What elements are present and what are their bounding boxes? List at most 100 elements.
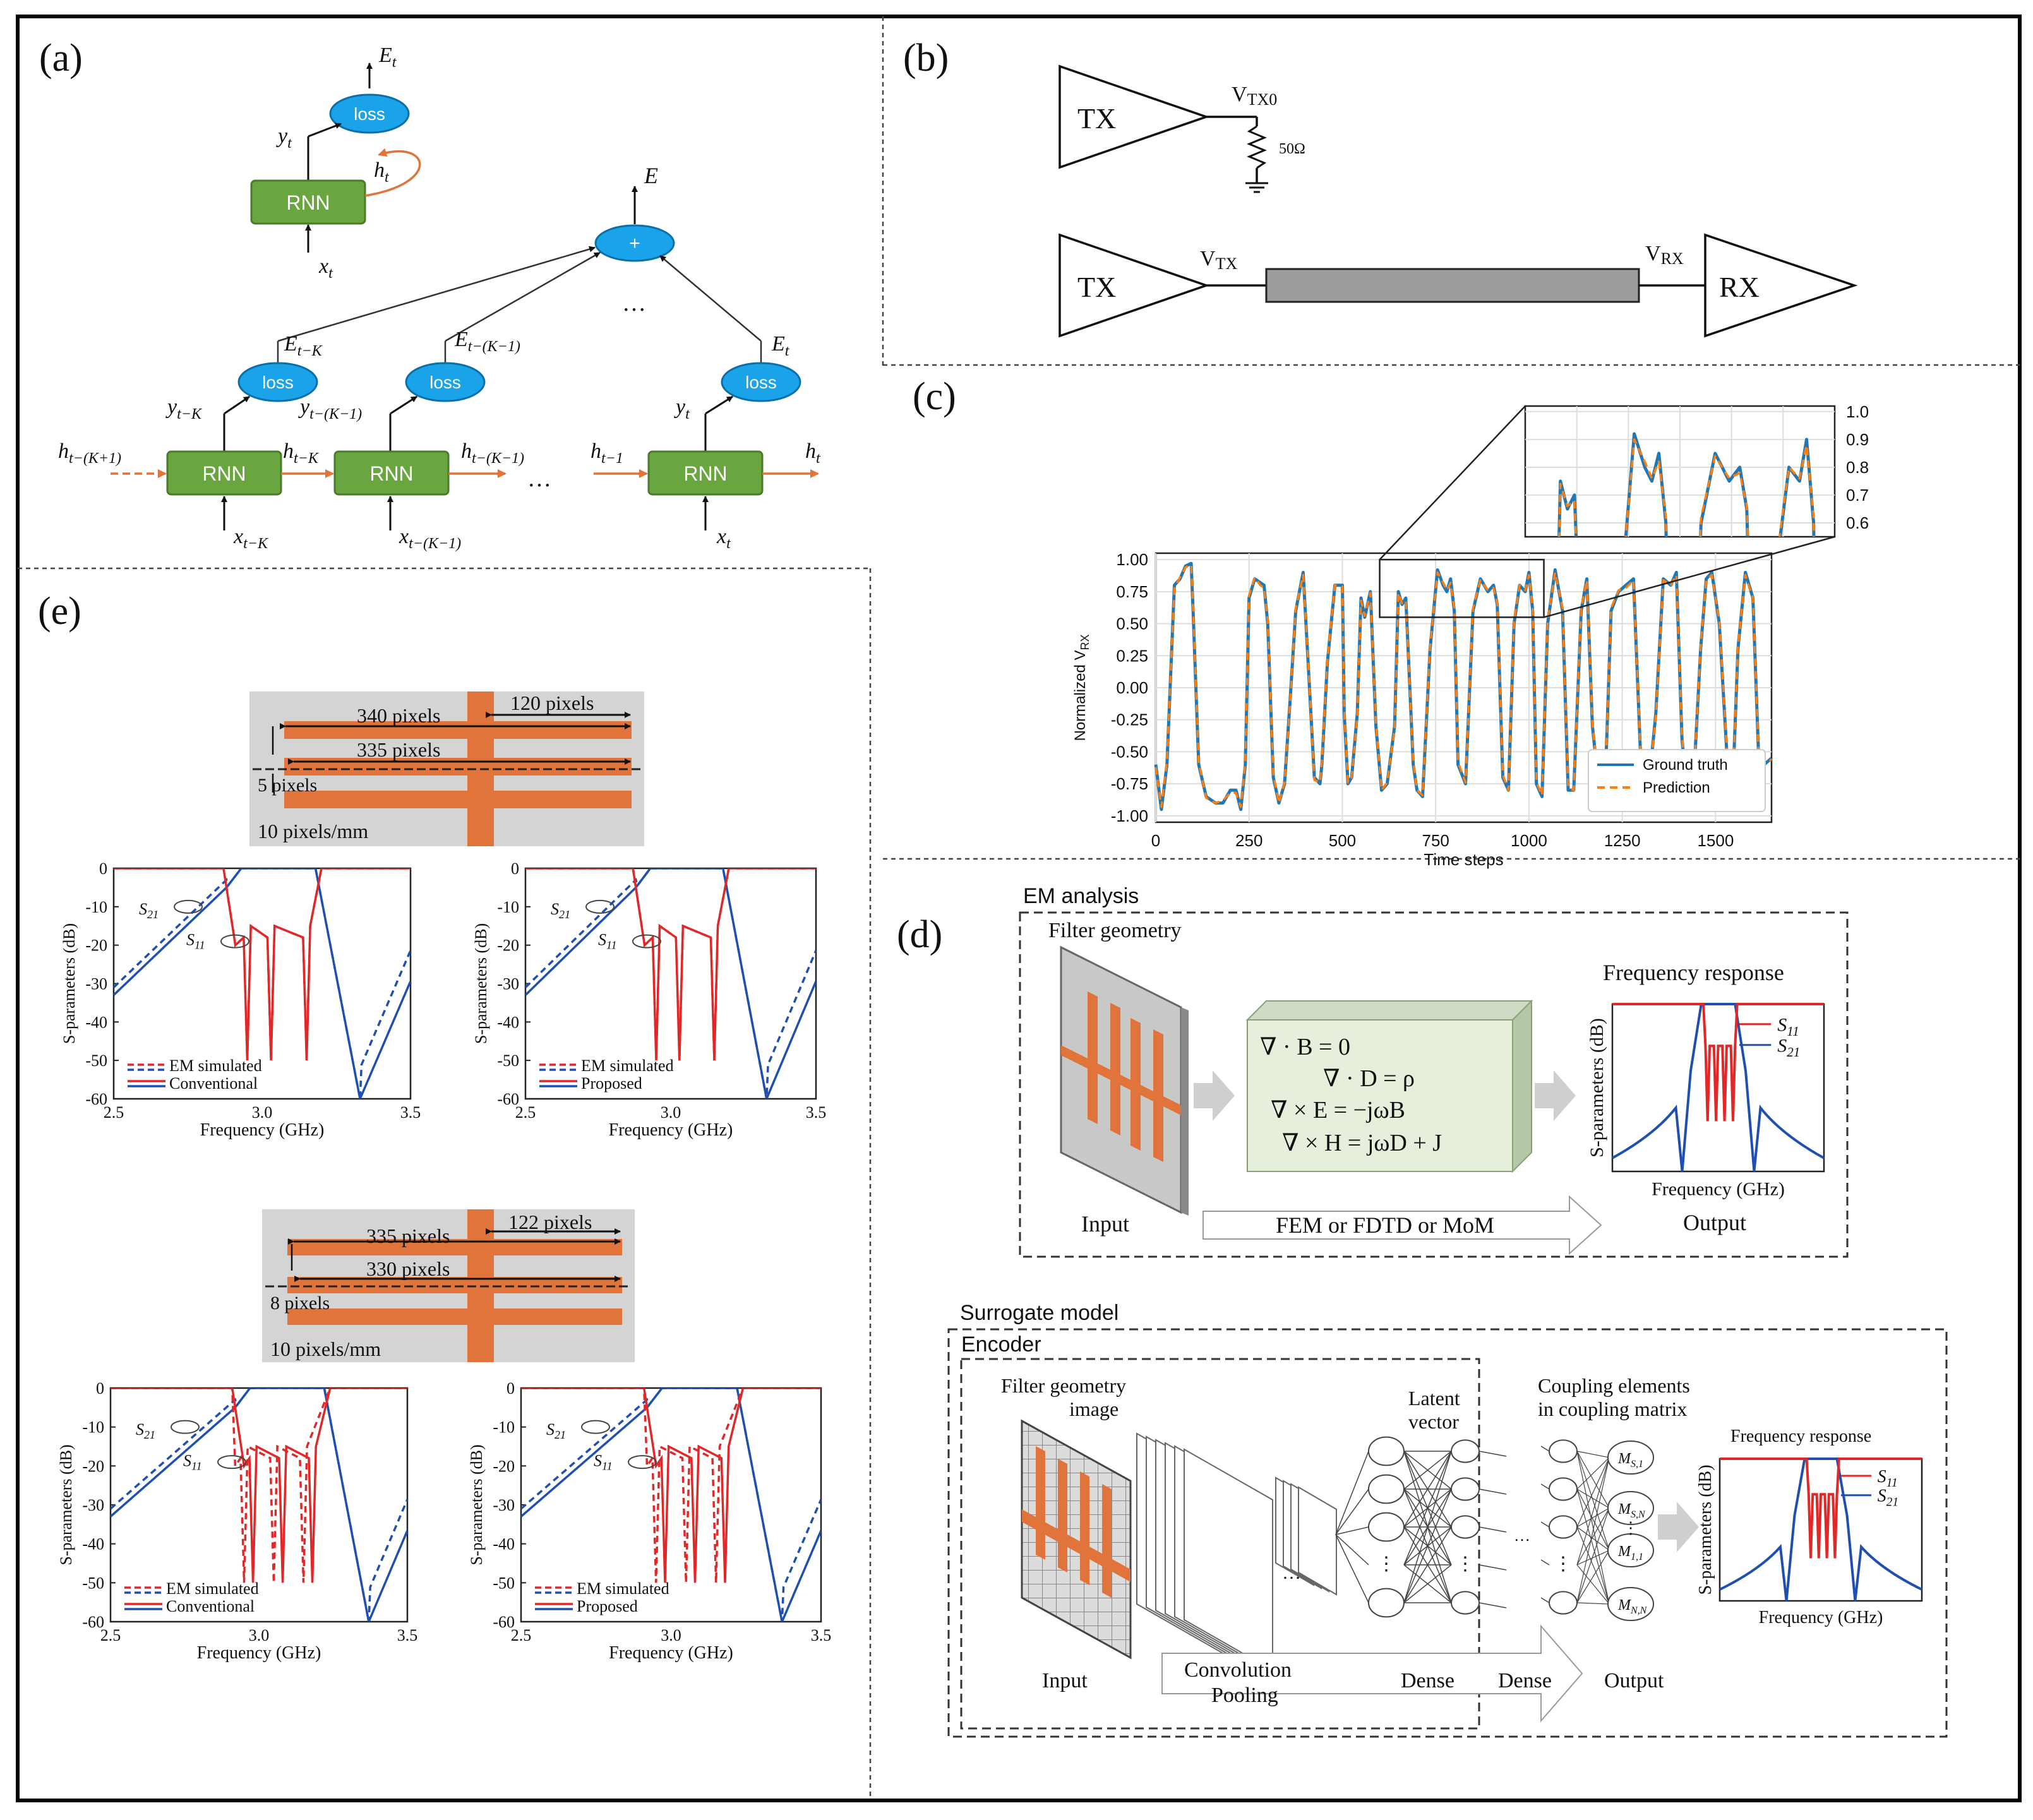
svg-text:RX: RX <box>1719 271 1760 303</box>
nn-edge <box>1403 1451 1452 1566</box>
sp-y-tick: -60 <box>497 1090 519 1108</box>
legend-model: Proposed <box>577 1597 638 1615</box>
sp-y-tick: -20 <box>493 1457 515 1475</box>
tx-amplifier-bottom <box>1058 233 1210 338</box>
svg-text:ht−(K−1): ht−(K−1) <box>461 440 524 467</box>
encoder-box <box>960 1358 1480 1730</box>
nn-node <box>1368 1512 1405 1542</box>
filter-layout-2: 335 pixels 122 pixels 330 pixels 8 pixel… <box>262 1209 635 1362</box>
nn-edge <box>1576 1457 1610 1566</box>
nn-node <box>1549 1591 1578 1615</box>
svg-text:xt: xt <box>318 254 333 282</box>
nn-node <box>1368 1588 1405 1618</box>
sp-x-tick: 3.5 <box>811 1626 832 1644</box>
svg-text:∇ × H = jωD + J: ∇ × H = jωD + J <box>1282 1130 1442 1156</box>
nn-edge <box>1478 1451 1507 1457</box>
sp-x-tick: 3.5 <box>400 1103 421 1122</box>
sp-y-tick: 0 <box>511 859 519 878</box>
svg-text:xt−(K−1): xt−(K−1) <box>399 525 461 552</box>
sp-x-tick: 2.5 <box>515 1103 536 1122</box>
svg-text:VRX: VRX <box>1645 242 1684 268</box>
coupling-node <box>1607 1533 1654 1567</box>
fr-x-label: Frequency (GHz) <box>1652 1179 1785 1200</box>
nn-ellipsis: ⋮ <box>1377 1554 1396 1574</box>
nn-ellipsis: ⋮ <box>1456 1554 1475 1574</box>
convolution-feature-maps <box>1136 1432 1273 1672</box>
svg-text:yt: yt <box>276 124 292 152</box>
svg-text:Coupling elements: Coupling elements <box>1538 1374 1690 1397</box>
sp-plot-area <box>112 867 412 1100</box>
nn-edge <box>1576 1451 1610 1605</box>
sp-plot-area <box>524 867 817 1100</box>
fr-y-label: S-parameters (dB) <box>1586 1018 1607 1158</box>
inset-tick-label: 0.9 <box>1846 430 1869 449</box>
nn-edge <box>1576 1488 1610 1551</box>
panel-c-label: (c) <box>913 375 956 418</box>
y-tick-label: -0.25 <box>1111 710 1148 729</box>
sp-y-tick: -30 <box>497 975 519 993</box>
inset-tick-label: 1.0 <box>1846 402 1869 421</box>
nn-edge <box>1576 1457 1610 1490</box>
nn-edge <box>1403 1451 1452 1603</box>
svg-text:10 pixels/mm: 10 pixels/mm <box>258 820 368 842</box>
x-tick-label: 1250 <box>1604 831 1641 850</box>
legend-em-simulated: EM simulated <box>581 1057 674 1075</box>
y-tick-label: 1.00 <box>1116 550 1148 569</box>
nn-edge <box>1576 1526 1610 1605</box>
sp-y-tick: -30 <box>493 1496 515 1514</box>
s11-model <box>114 868 411 1061</box>
sp-y-tick: 0 <box>507 1379 515 1398</box>
nn-edge <box>1540 1521 1550 1528</box>
svg-text:ht: ht <box>805 440 821 467</box>
svg-text:Et: Et <box>378 44 397 71</box>
nn-node <box>1368 1474 1405 1504</box>
legend-em-simulated: EM simulated <box>169 1057 262 1075</box>
filter-geometry-image <box>1021 1419 1132 1660</box>
svg-text:RNN: RNN <box>202 462 246 485</box>
sp-y-tick: 0 <box>96 1379 104 1398</box>
nn-edge <box>1576 1451 1610 1458</box>
panel-b-label: (b) <box>903 37 949 80</box>
s21-em-simulated <box>525 868 816 1099</box>
sp-x-tick: 3.0 <box>661 1626 681 1644</box>
nn-node <box>1451 1515 1480 1539</box>
svg-text:Latent: Latent <box>1408 1387 1460 1410</box>
nn-node <box>1549 1477 1578 1501</box>
x-tick-label: 250 <box>1235 831 1262 850</box>
sp-y-tick: -20 <box>497 937 519 955</box>
nn-node <box>1549 1515 1578 1539</box>
nn-edge <box>1576 1602 1610 1605</box>
nn-edge <box>1403 1488 1452 1603</box>
nn-edge <box>1576 1457 1610 1528</box>
loss-label-top: loss <box>354 104 385 124</box>
svg-text:image: image <box>1069 1398 1118 1420</box>
y-tick-label: -0.75 <box>1111 774 1148 793</box>
svg-text:340 pixels: 340 pixels <box>357 704 440 727</box>
nn-edge <box>1478 1602 1507 1608</box>
sp-x-tick: 3.5 <box>397 1626 418 1644</box>
svg-text:122 pixels: 122 pixels <box>508 1211 592 1233</box>
svg-text:yt−K: yt−K <box>165 395 203 422</box>
sp-y-tick: -20 <box>85 937 107 955</box>
sp-x-tick: 2.5 <box>511 1626 532 1644</box>
annotation-ellipse <box>220 934 249 949</box>
svg-text:330 pixels: 330 pixels <box>366 1257 450 1280</box>
nn-edge <box>1540 1446 1550 1452</box>
svg-text:…: … <box>622 290 646 316</box>
svg-text:ht−(K+1): ht−(K+1) <box>58 440 121 467</box>
sp-y-tick: -50 <box>85 1051 107 1070</box>
annotation-ellipse <box>585 899 615 914</box>
nn-edge <box>1576 1451 1610 1551</box>
svg-text:Et−(K−1): Et−(K−1) <box>454 328 520 355</box>
sp-y-tick: -10 <box>85 898 107 916</box>
annotation-ellipse <box>171 1420 200 1434</box>
maxwell-equation-box: ∇ · B = 0 ∇ · D = ρ ∇ × E = −jωB ∇ × H =… <box>1245 999 1533 1173</box>
nn-ellipsis: … <box>1514 1526 1530 1545</box>
x-tick-label: 0 <box>1151 831 1160 850</box>
sp-y-tick: -60 <box>85 1090 107 1108</box>
s21-model <box>525 868 816 1099</box>
sp-y-tick: -10 <box>493 1418 515 1437</box>
